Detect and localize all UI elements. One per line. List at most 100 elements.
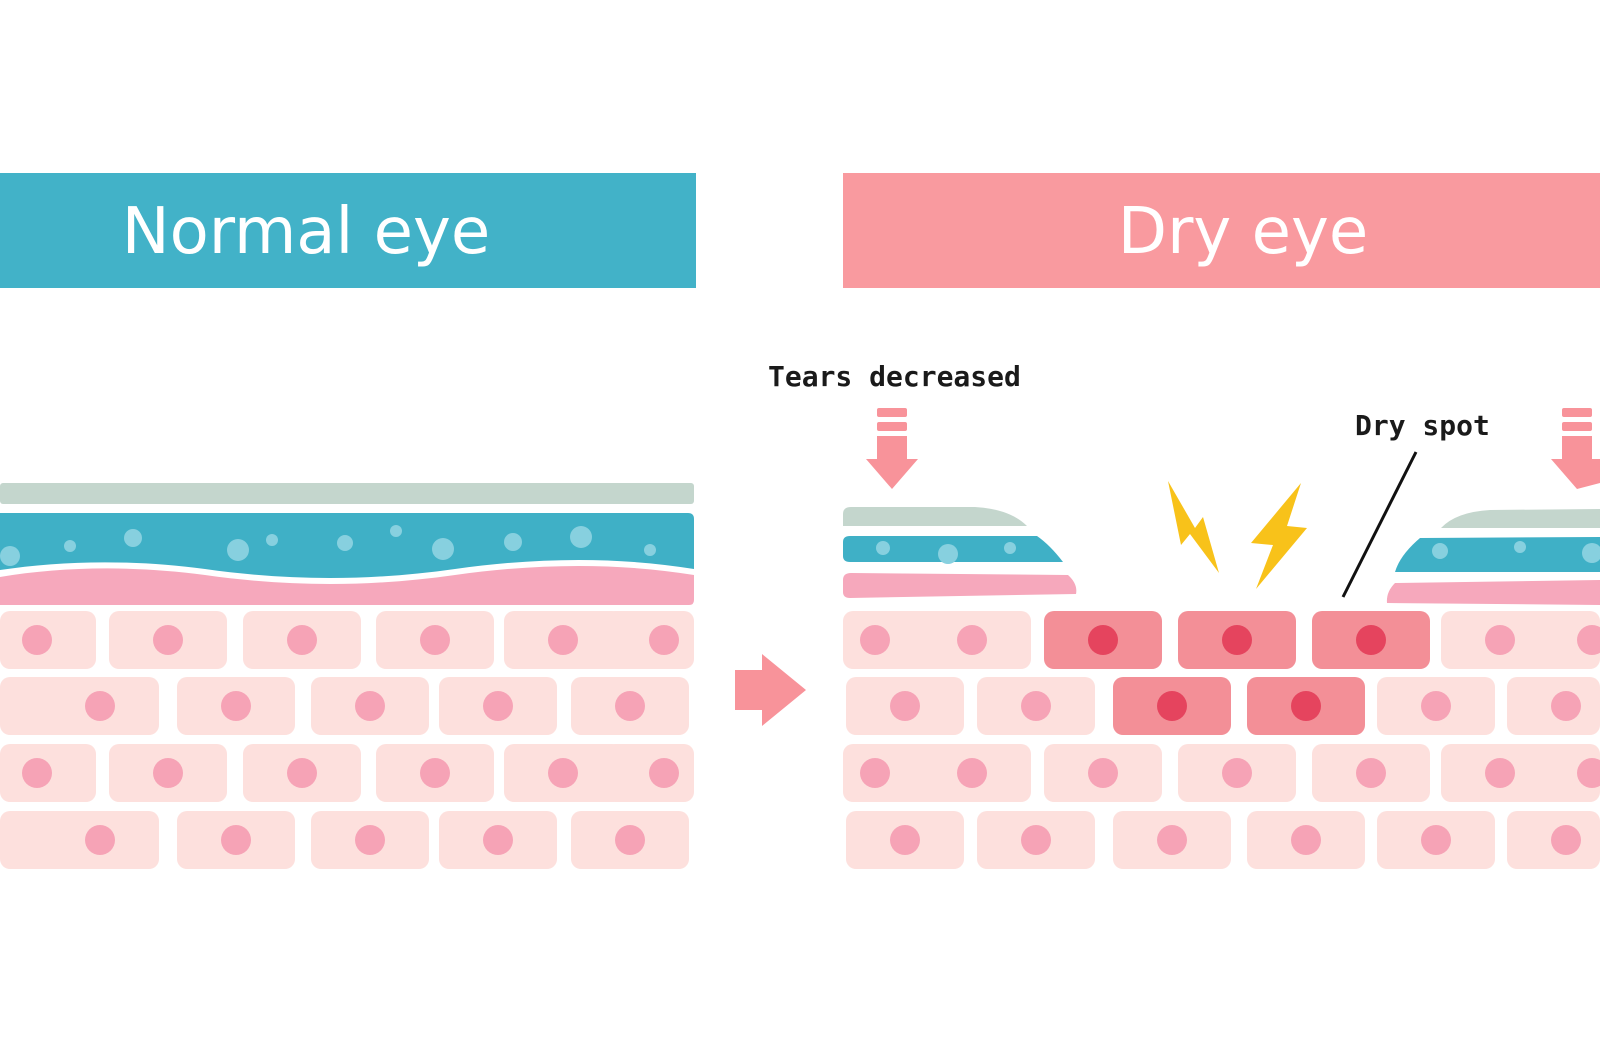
epithelial-cell [846, 811, 964, 869]
epithelial-cell [977, 677, 1095, 735]
normal-eye-title: Normal eye [122, 195, 491, 269]
epithelial-cell [1507, 811, 1600, 869]
dry-spot-pointer [1341, 451, 1418, 598]
dry-eye-title: Dry eye [1118, 195, 1368, 269]
arrow-down-icon [1551, 408, 1600, 489]
damaged-cell [1178, 611, 1296, 669]
epithelial-cell [504, 744, 622, 802]
cell-nucleus [355, 825, 385, 855]
dry-eye-banner-bg [843, 173, 1600, 288]
cell-nucleus [1577, 758, 1600, 788]
cell-nucleus [1021, 825, 1051, 855]
epithelial-cell [1044, 744, 1162, 802]
epithelial-cell [243, 611, 361, 669]
cell-nucleus [85, 691, 115, 721]
cell-nucleus [890, 691, 920, 721]
epithelial-cell [1113, 811, 1231, 869]
cell-nucleus [548, 758, 578, 788]
cell-nucleus [1291, 825, 1321, 855]
epithelial-cell [41, 811, 159, 869]
cell-nucleus [355, 691, 385, 721]
epithelial-cell [1377, 811, 1495, 869]
tear-bubble [876, 541, 890, 555]
tear-bubble [64, 540, 76, 552]
cell-nucleus [1356, 625, 1386, 655]
cell-nucleus [548, 625, 578, 655]
cell-nucleus [1088, 625, 1118, 655]
normal-eye-section [0, 483, 694, 869]
cell-nucleus [1021, 691, 1051, 721]
epithelial-cell [243, 744, 361, 802]
damaged-cell [1044, 611, 1162, 669]
damaged-cell [1113, 677, 1231, 735]
cell-nucleus [1157, 691, 1187, 721]
tear-bubble [0, 546, 20, 566]
membrane-right [1386, 580, 1600, 605]
cell-membrane-layer [0, 566, 694, 605]
cell-nucleus [153, 758, 183, 788]
mucin-layer-left [843, 507, 1027, 526]
cell-nucleus [483, 691, 513, 721]
cell-nucleus [957, 625, 987, 655]
epithelial-cell [843, 611, 934, 669]
mucin-layer-right [1441, 509, 1600, 528]
damaged-cell [1312, 611, 1430, 669]
cell-nucleus [1222, 758, 1252, 788]
cell-nucleus [1551, 825, 1581, 855]
epithelial-cell [1312, 744, 1430, 802]
tear-bubble [266, 534, 278, 546]
cell-nucleus [221, 825, 251, 855]
cell-nucleus [420, 625, 450, 655]
tear-bubble [390, 525, 402, 537]
epithelial-cell [1507, 677, 1600, 735]
epithelial-cell [1441, 611, 1559, 669]
cell-nucleus [649, 758, 679, 788]
cell-nucleus [287, 758, 317, 788]
cell-nucleus [890, 825, 920, 855]
normal-eye-banner: Normal eye [0, 173, 696, 288]
epithelial-cell [605, 744, 694, 802]
epithelial-cell [504, 611, 622, 669]
cell-nucleus [22, 625, 52, 655]
epithelial-cell [311, 677, 429, 735]
cell-nucleus [1222, 625, 1252, 655]
cell-nucleus [85, 825, 115, 855]
epithelial-cell [376, 744, 494, 802]
tear-bubble [504, 533, 522, 551]
tear-bubble [1004, 542, 1016, 554]
cell-nucleus [615, 825, 645, 855]
epithelial-cell [843, 744, 934, 802]
tear-bubble [644, 544, 656, 556]
tear-bubble [432, 538, 454, 560]
epithelial-cell [439, 811, 557, 869]
epithelial-cell [1533, 611, 1600, 669]
arrow-down-icon [866, 408, 918, 489]
epithelial-cell [177, 811, 295, 869]
cell-nucleus [1421, 825, 1451, 855]
dry-eye-section: Tears decreased Dry spot [768, 360, 1600, 869]
epithelial-cell [177, 677, 295, 735]
dry-spot-label: Dry spot [1355, 409, 1490, 442]
epithelial-cell [109, 611, 227, 669]
cell-nucleus [957, 758, 987, 788]
epithelial-cell [1533, 744, 1600, 802]
epithelial-cell [913, 744, 1031, 802]
tear-bubble [1432, 543, 1448, 559]
tear-bubble [938, 544, 958, 564]
epithelial-cell [1377, 677, 1495, 735]
epithelial-cell [311, 811, 429, 869]
cell-nucleus [860, 758, 890, 788]
epithelial-cell [439, 677, 557, 735]
damaged-cell [1247, 677, 1365, 735]
epithelial-cell [41, 677, 159, 735]
epithelial-cell [846, 677, 964, 735]
tear-bubble [227, 539, 249, 561]
epithelial-cell [1441, 744, 1559, 802]
normal-eye-banner-bg [0, 173, 696, 288]
cell-nucleus [860, 625, 890, 655]
cell-nucleus [287, 625, 317, 655]
cell-nucleus [649, 625, 679, 655]
epithelial-cell [977, 811, 1095, 869]
epithelial-cell [376, 611, 494, 669]
